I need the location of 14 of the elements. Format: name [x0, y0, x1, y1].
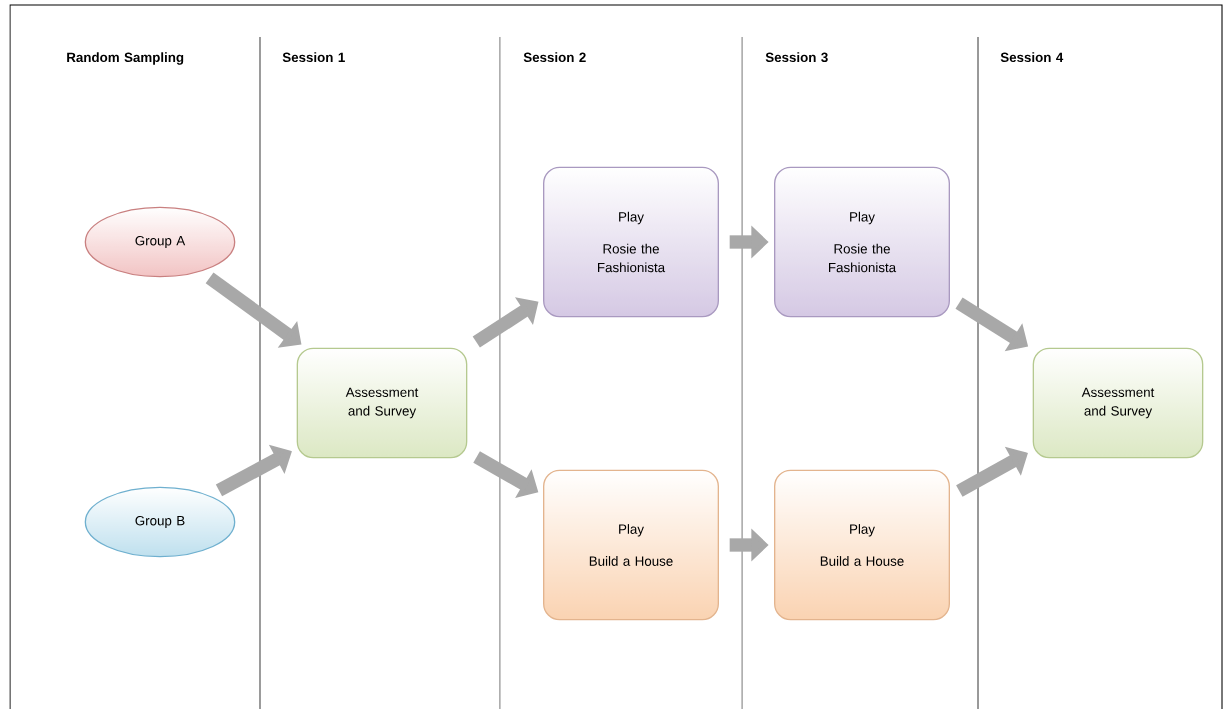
- column-heading: Session 4: [1000, 52, 1064, 63]
- column-heading: Session 2: [523, 52, 586, 63]
- process-box: Assessment and Survey: [1032, 347, 1204, 459]
- process-box: Play Build a House: [543, 469, 719, 621]
- block-arrow: [205, 272, 302, 348]
- column-heading: Random Sampling: [67, 52, 184, 65]
- process-box: Play Build a House: [774, 469, 950, 621]
- block-arrow: [215, 444, 292, 497]
- process-box: Assessment and Survey: [296, 347, 468, 459]
- process-box: Play Rosie the Fashionista: [774, 166, 950, 318]
- block-arrow: [956, 446, 1028, 497]
- process-box: Play Rosie the Fashionista: [543, 166, 719, 318]
- column-heading: Session 1: [282, 52, 345, 63]
- column-heading: Session 3: [765, 52, 828, 63]
